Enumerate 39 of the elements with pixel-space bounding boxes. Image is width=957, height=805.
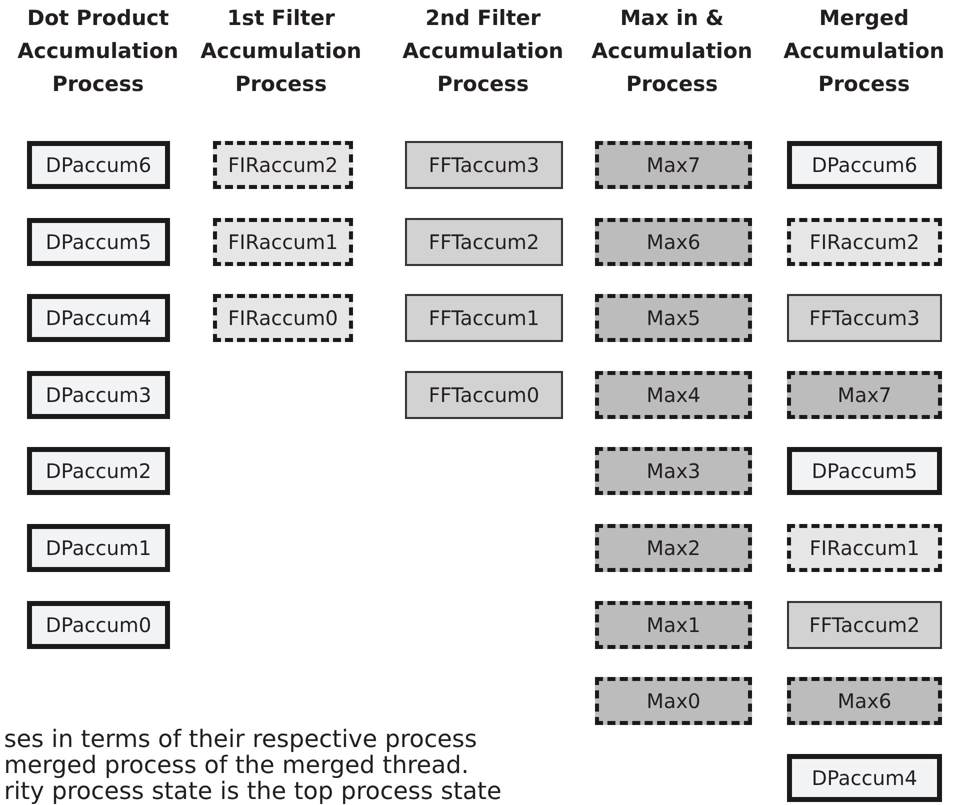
dashed-process-box: FIRaccum2 — [213, 141, 353, 189]
dashed-process-box: Max0 — [595, 677, 752, 726]
solid-process-box: DPaccum0 — [27, 600, 170, 649]
solid-process-box: DPaccum6 — [27, 141, 170, 189]
dashed-process-box: Max5 — [595, 294, 752, 342]
thin-process-box: FFTaccum3 — [405, 141, 563, 189]
dashed-process-box: Max3 — [595, 447, 752, 496]
body-text: ses in terms of their respective process — [4, 726, 478, 752]
column-heading: Merged Accumulation Process — [782, 5, 946, 98]
column-heading: Max in & Accumulation Process — [590, 5, 754, 98]
dashed-process-box: Max6 — [787, 677, 942, 726]
body-text: rity process state is the top process state — [4, 778, 502, 804]
dashed-process-box: FIRaccum2 — [787, 218, 942, 266]
dashed-process-box: Max6 — [595, 218, 752, 266]
dashed-process-box: FIRaccum1 — [213, 218, 353, 266]
body-text: merged process of the merged thread. — [4, 752, 469, 778]
dashed-process-box: FIRaccum1 — [787, 524, 942, 572]
column-heading: 1st Filter Accumulation Process — [200, 5, 362, 98]
solid-process-box: DPaccum4 — [787, 754, 942, 802]
solid-process-box: DPaccum6 — [787, 141, 942, 189]
thin-process-box: FFTaccum2 — [405, 218, 563, 266]
thin-process-box: FFTaccum3 — [787, 294, 942, 342]
dashed-process-box: Max1 — [595, 600, 752, 649]
thin-process-box: FFTaccum2 — [787, 600, 942, 649]
column-heading: Dot Product Accumulation Process — [16, 5, 180, 98]
dashed-process-box: Max7 — [787, 370, 942, 419]
column-heading: 2nd Filter Accumulation Process — [402, 5, 564, 98]
solid-process-box: DPaccum4 — [27, 294, 170, 342]
solid-process-box: DPaccum5 — [27, 218, 170, 266]
dashed-process-box: Max2 — [595, 524, 752, 572]
solid-process-box: DPaccum5 — [787, 447, 942, 496]
dashed-process-box: FIRaccum0 — [213, 294, 353, 342]
solid-process-box: DPaccum1 — [27, 524, 170, 572]
solid-process-box: DPaccum2 — [27, 447, 170, 496]
solid-process-box: DPaccum3 — [27, 370, 170, 419]
thin-process-box: FFTaccum1 — [405, 294, 563, 342]
dashed-process-box: Max7 — [595, 141, 752, 189]
thin-process-box: FFTaccum0 — [405, 370, 563, 419]
dashed-process-box: Max4 — [595, 370, 752, 419]
